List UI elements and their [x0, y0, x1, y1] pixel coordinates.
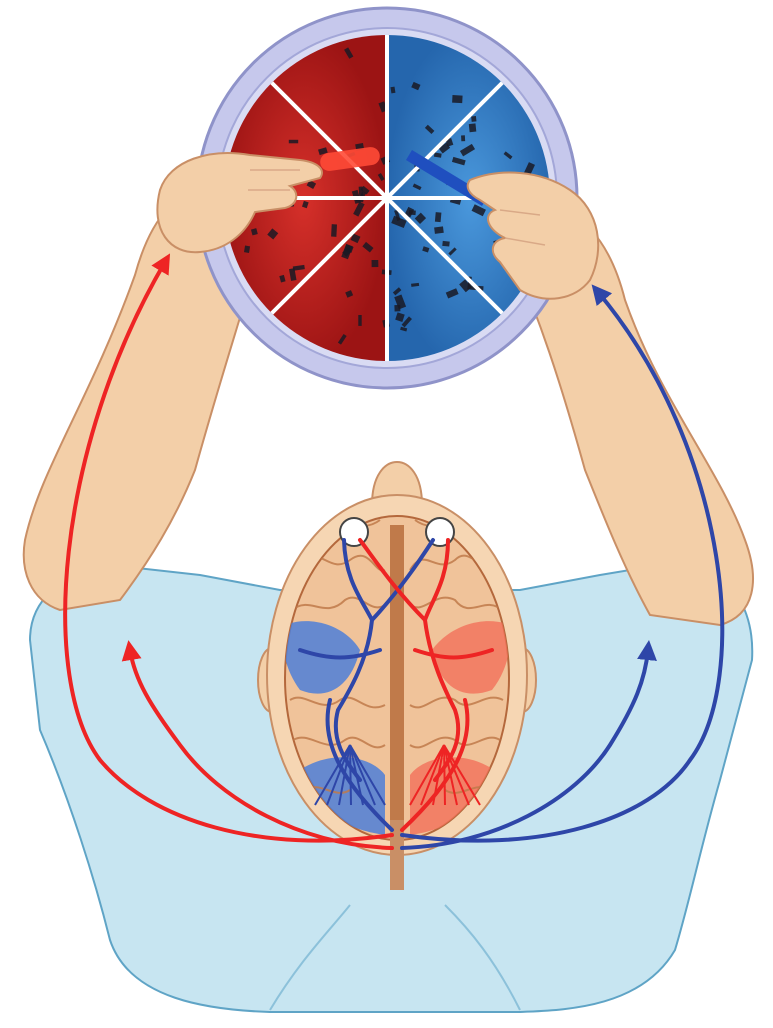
occipital-fiber: [350, 745, 351, 805]
disc-mark: [471, 116, 476, 122]
disc-mark: [331, 224, 337, 237]
disc-mark: [469, 123, 477, 132]
disc-mark: [461, 135, 465, 141]
occipital-fiber: [444, 745, 445, 805]
disc-mark: [434, 226, 444, 233]
corpus-callosum: [390, 525, 404, 825]
disc-mark: [452, 95, 462, 103]
disc-mark: [435, 212, 442, 222]
disc-mark: [244, 246, 250, 253]
disc-mark: [409, 210, 416, 215]
disc-mark: [359, 187, 363, 196]
disc-mark: [289, 140, 298, 144]
disc-mark: [372, 260, 379, 267]
disc-mark: [358, 315, 361, 326]
disc-mark: [442, 241, 449, 247]
